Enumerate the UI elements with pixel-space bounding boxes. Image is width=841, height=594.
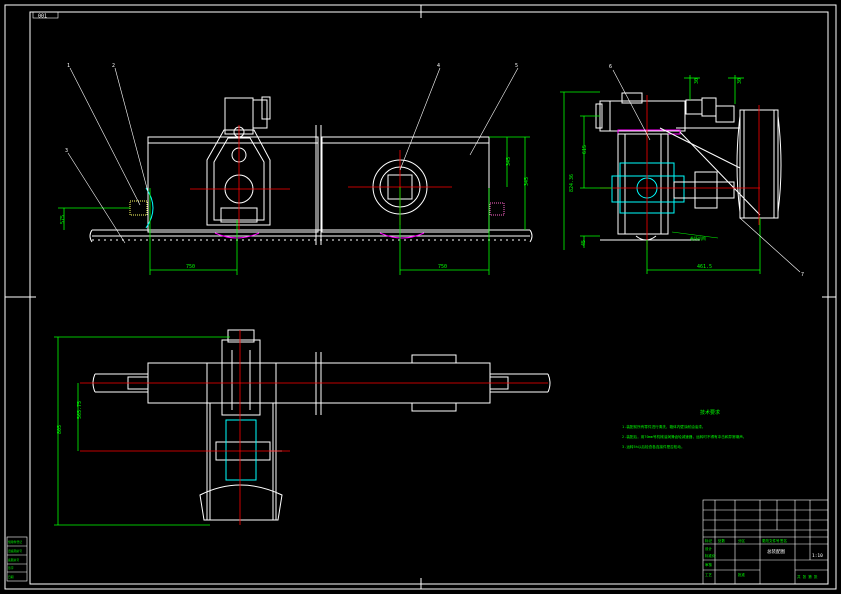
top-drum	[199, 484, 283, 521]
balloon-2: 2	[112, 63, 115, 69]
top-motor	[221, 339, 261, 416]
inner-border	[29, 11, 829, 585]
front-dim-labels: 750 750 575 345 345	[60, 157, 530, 270]
strip-0: 借用件登记	[8, 540, 22, 544]
tech-heading: 技术要求	[700, 409, 720, 416]
top-dimensions	[54, 336, 230, 526]
top-view	[92, 329, 551, 521]
tech-item-2: 2.装配后，用70mm号机械油润滑齿轮减速器，运转时不得有冲击和异常噪声。	[622, 434, 746, 439]
front-balloons: 1 2 3 4 5	[65, 63, 518, 154]
tb-sheet-info: 共 张 第 张	[797, 574, 818, 579]
motor	[599, 100, 686, 132]
balloon-6: 6	[609, 64, 612, 70]
tb-cell-2: 审核	[705, 562, 713, 567]
dim-height-b: 345	[524, 177, 530, 186]
tb-label-2: 分区	[738, 538, 746, 543]
dim-left-span: 750	[186, 264, 195, 270]
front-view	[89, 96, 533, 245]
dim-width: 461.5	[697, 264, 712, 270]
balloon-5: 5	[515, 63, 518, 69]
dim-height-a: 345	[506, 157, 512, 166]
strip-4: 日期	[8, 575, 14, 579]
strip-2: 底图总号	[8, 558, 19, 562]
beam-left	[147, 136, 319, 233]
dim-total-height: 824.36	[569, 174, 575, 192]
tb-label-4: 签名	[780, 538, 787, 543]
balloon-1: 1	[67, 63, 70, 69]
wheel-assembly	[611, 175, 685, 203]
dim-top-h2: 565.75	[77, 401, 83, 419]
dim-top-h1: 805	[57, 425, 63, 434]
tb-drawing-name: 总装配图	[767, 548, 785, 555]
beam-right	[321, 136, 490, 233]
side-dim-labels: 824.36 615 45 461.5 30 30 卷扬机构	[569, 78, 743, 270]
tech-item-3: 3.运转5h以后检查各连接件是否松动。	[622, 444, 685, 449]
tb-scale: 1:10	[812, 553, 823, 559]
tb-label-0: 标记	[705, 538, 713, 543]
balloon-3: 3	[65, 148, 68, 154]
tb-cell-0: 设计	[705, 546, 713, 551]
tb-label-1: 处数	[718, 538, 726, 543]
dim-offset: 575	[60, 215, 66, 224]
dim-right-span: 750	[438, 264, 447, 270]
tech-requirements: 技术要求 1.装配前所有零件进行清洗，箱体内壁涂耐油油漆。 2.装配后，用70m…	[622, 409, 746, 449]
tech-item-1: 1.装配前所有零件进行清洗，箱体内壁涂耐油油漆。	[622, 424, 705, 429]
tb-cell-1: 标准化	[705, 553, 716, 558]
corner-tag: 001	[32, 11, 59, 20]
buffer-left	[129, 200, 148, 216]
top-dim-labels: 805 565.75	[57, 401, 83, 434]
left-strip-text: 借用件登记 旧底图总号 底图总号 签字 日期	[8, 540, 22, 579]
dim-bottom: 45	[581, 240, 587, 246]
tb-cell-3: 工艺	[705, 572, 713, 577]
strip-1: 旧底图总号	[8, 549, 22, 553]
side-leaders	[612, 69, 801, 273]
balloon-4: 4	[437, 63, 440, 69]
outer-border	[4, 4, 837, 590]
front-dimensions	[58, 136, 530, 271]
side-label-leader	[671, 231, 719, 239]
balloon-7: 7	[801, 272, 804, 278]
dim-top-a: 30	[694, 78, 700, 84]
side-view	[595, 92, 782, 241]
dim-top-b: 30	[737, 78, 743, 84]
tb-label-3: 更改文件号	[762, 538, 780, 543]
left-strip	[6, 536, 28, 582]
side-label: 卷扬机构	[690, 235, 706, 241]
strip-3: 签字	[8, 566, 14, 570]
side-centerlines	[600, 95, 760, 250]
side-balloons: 6 7	[609, 64, 804, 278]
title-block-text: 标记 处数 分区 更改文件号 签名 设计 标准化 审核 工艺 批准 总装配图 1…	[705, 538, 823, 579]
tb-cell-4: 批准	[738, 572, 746, 577]
gearbox-frame	[206, 129, 271, 226]
buffer-right	[489, 202, 505, 216]
dim-v1: 615	[582, 145, 588, 154]
side-dimensions	[560, 75, 761, 274]
front-centerlines	[149, 125, 490, 275]
top-centerlines	[80, 330, 548, 525]
title-block	[702, 499, 829, 585]
front-leaders	[67, 67, 519, 244]
corner-tag-text: 001	[38, 14, 47, 20]
